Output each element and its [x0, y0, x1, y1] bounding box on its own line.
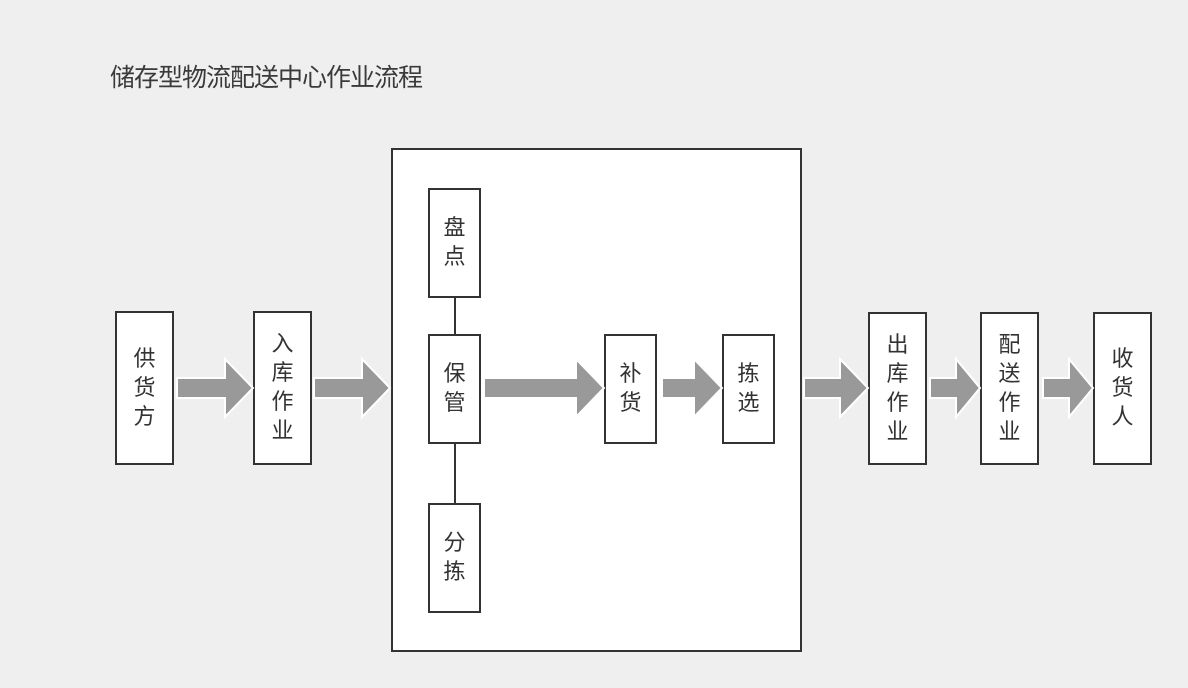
arrow-replenish-to-picking	[661, 356, 724, 420]
node-storage: 保管	[428, 334, 481, 444]
node-delivery: 配送作业	[980, 312, 1039, 465]
node-outbound-label: 出库作业	[886, 332, 909, 445]
connector-storage-sorting	[454, 443, 456, 503]
node-consignee: 收货人	[1093, 312, 1152, 465]
connector-inventory-storage	[454, 297, 456, 334]
node-picking-label: 拣选	[737, 362, 760, 416]
node-inbound-label: 入库作业	[271, 332, 294, 444]
node-replenish: 补货	[604, 334, 657, 444]
node-inbound: 入库作业	[253, 311, 312, 465]
page-title: 储存型物流配送中心作业流程	[110, 63, 423, 92]
node-replenish-label: 补货	[619, 362, 642, 416]
arrow-delivery-to-consignee	[1042, 356, 1095, 420]
node-sorting: 分拣	[428, 503, 481, 613]
node-delivery-label: 配送作业	[998, 332, 1021, 445]
node-supplier-label: 供货方	[133, 346, 156, 430]
node-inventory-check-label: 盘点	[443, 216, 466, 270]
node-inventory-check: 盘点	[428, 188, 481, 298]
arrow-storage-to-replenish	[483, 356, 606, 420]
arrow-outbound-to-delivery	[929, 356, 982, 420]
arrow-supplier-to-inbound	[176, 356, 255, 420]
node-sorting-label: 分拣	[443, 531, 466, 585]
node-outbound: 出库作业	[868, 312, 927, 465]
node-storage-label: 保管	[443, 362, 466, 416]
arrow-inbound-to-storage	[313, 356, 392, 420]
node-consignee-label: 收货人	[1111, 347, 1134, 430]
arrow-picking-to-outbound	[803, 356, 870, 420]
node-supplier: 供货方	[115, 311, 174, 465]
node-picking: 拣选	[722, 334, 775, 444]
